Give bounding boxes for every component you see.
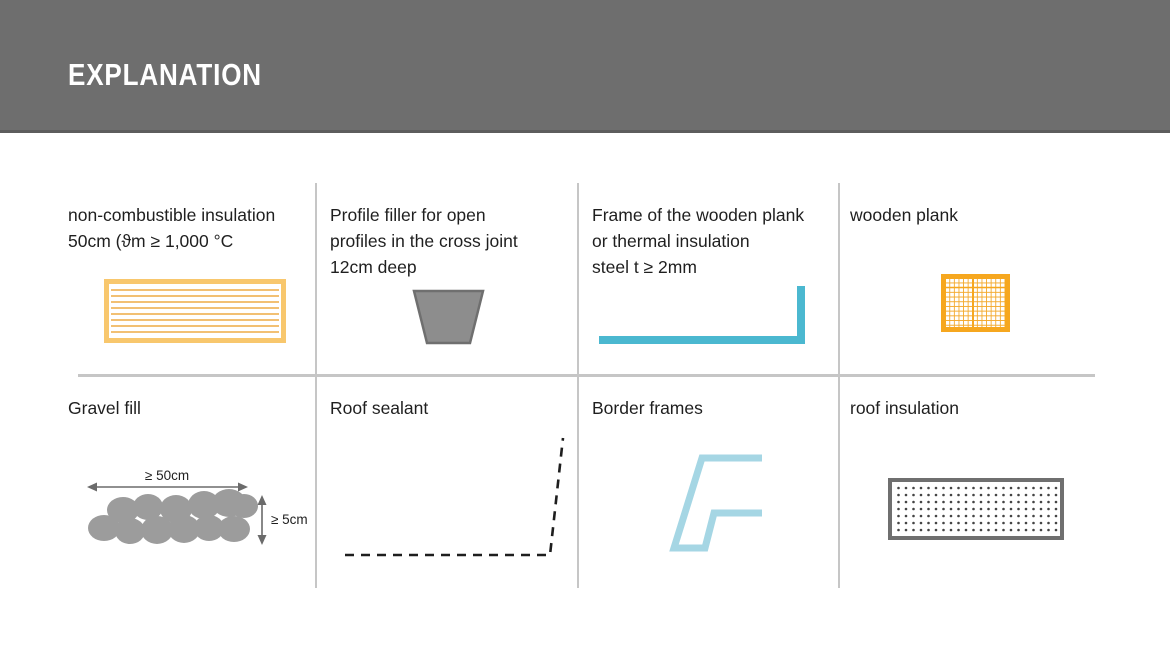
height-dimension-label: ≥ 5cm (271, 512, 308, 527)
roof-sealant-symbol (345, 437, 565, 557)
cell-label-line: wooden plank (850, 205, 958, 225)
cell-label-line: profiles in the cross joint (330, 231, 518, 251)
v-divider-2 (577, 183, 579, 588)
v-divider-3 (838, 183, 840, 588)
cell-label-line: 12cm deep (330, 257, 417, 277)
legend-cell-roof-sealant: Roof sealant (330, 395, 428, 421)
cell-label-line: or thermal insulation (592, 231, 750, 251)
width-dimension-label: ≥ 50cm (145, 468, 189, 483)
profile-filler-symbol (412, 289, 485, 345)
cell-label-line: Profile filler for open (330, 205, 486, 225)
legend-cell-wooden-plank: wooden plank (850, 202, 958, 228)
arrowhead-down (257, 535, 267, 545)
arrowhead-up (257, 495, 267, 505)
steel-frame-symbol (599, 286, 805, 344)
legend-cell-steel-frame: Frame of the wooden plank or thermal ins… (592, 202, 804, 280)
border-frames-symbol (669, 454, 762, 552)
arrowhead-right (238, 482, 248, 492)
cell-label-line: Border frames (592, 398, 703, 418)
legend-cell-profile-filler: Profile filler for open profiles in the … (330, 202, 518, 280)
arrowhead-left (87, 482, 97, 492)
gravel-fill-symbol: ≥ 50cm ≥ 5cm (87, 468, 308, 545)
cell-label-line: non-combustible insulation (68, 205, 276, 225)
page-title: EXPLANATION (68, 57, 262, 92)
cell-label-line: 50cm (ϑm ≥ 1,000 °C (68, 231, 234, 251)
header-band: EXPLANATION (0, 0, 1170, 133)
legend-cell-border-frames: Border frames (592, 395, 703, 421)
cell-label-line: roof insulation (850, 398, 959, 418)
legend-cell-roof-insulation: roof insulation (850, 395, 959, 421)
cell-label-line: Gravel fill (68, 398, 141, 418)
h-divider (78, 374, 1095, 377)
legend-cell-non-combustible-insulation: non-combustible insulation 50cm (ϑm ≥ 1,… (68, 202, 275, 254)
gravel-circles (88, 489, 258, 544)
cell-label-line: steel t ≥ 2mm (592, 257, 697, 277)
legend-cell-gravel-fill: Gravel fill (68, 395, 141, 421)
cell-label-line: Frame of the wooden plank (592, 205, 805, 225)
wooden-plank-symbol (941, 274, 1010, 332)
non-combustible-insulation-symbol (104, 279, 286, 343)
v-divider-1 (315, 183, 317, 588)
cell-label-line: Roof sealant (330, 398, 429, 418)
roof-insulation-symbol (888, 478, 1064, 540)
